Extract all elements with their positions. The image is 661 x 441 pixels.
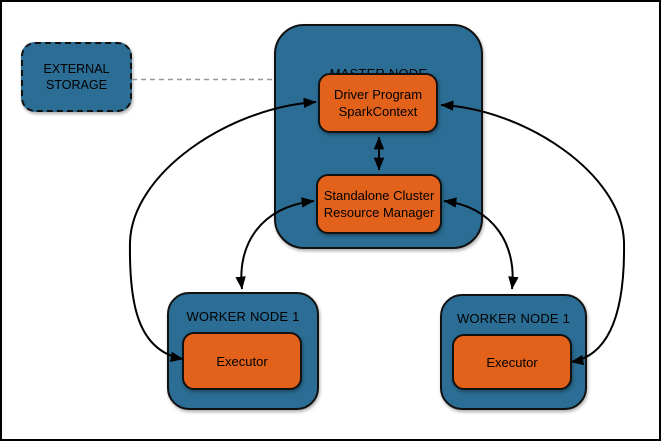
edge-executor-left-driver-program [128, 97, 317, 362]
external-storage-label-line2: STORAGE [46, 78, 107, 92]
resource-manager-label-line2: Resource Manager [323, 205, 435, 220]
driver-program-label-line1: Driver Program [333, 87, 423, 102]
external-storage-box: EXTERNAL STORAGE [21, 42, 132, 112]
resource-manager-box: Standalone Cluster Resource Manager [316, 174, 442, 234]
external-storage-label-line1: EXTERNAL [43, 62, 110, 76]
edge-worker-right-resource-manager [443, 197, 519, 290]
edge-executor-right-driver-program [440, 100, 626, 366]
driver-program-box: Driver Program SparkContext [318, 73, 438, 133]
driver-program-label-line2: SparkContext [338, 104, 418, 119]
resource-manager-label-line1: Standalone Cluster [323, 188, 435, 203]
edge-worker-left-resource-manager [235, 197, 315, 290]
